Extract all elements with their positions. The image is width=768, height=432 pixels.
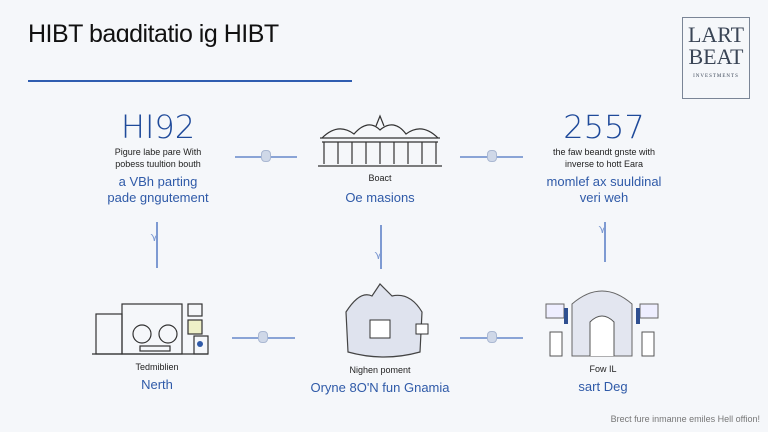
stat-block-right: 2557 the faw beandt gnste with inverse t… (504, 108, 704, 206)
vertical-connector (380, 225, 382, 269)
connector-node-icon (487, 150, 497, 162)
logo-line2: BEAT (688, 44, 744, 69)
logo-line3: INVESTMENTS (693, 74, 739, 79)
stat-highlight: momlef ax suuldinal (546, 174, 662, 189)
stat-number: 2557 (563, 108, 645, 146)
connector-node-icon (258, 331, 268, 343)
step-caption: Nighen poment (349, 365, 411, 375)
step-label-left: Tedmiblien Nerth (57, 361, 257, 393)
step-caption: Fow IL (589, 364, 617, 374)
stat-number: HI92 (120, 108, 196, 146)
stat-caption: inverse to hott Eara (564, 159, 644, 169)
stat-highlight: veri weh (579, 190, 629, 205)
leaf-arrow-icon: ⋎ (374, 248, 383, 262)
step-label-right: Fow IL sart Deg (503, 363, 703, 395)
stat-block-center: Boact Oe masions (280, 172, 480, 206)
vertical-connector (156, 222, 158, 268)
stat-caption: Boact (368, 173, 392, 183)
connector-node-icon (487, 331, 497, 343)
stat-highlight: Oe masions (345, 190, 415, 205)
logo-line1: LART (687, 22, 745, 47)
step-highlight: Oryne 8O'N fun Gnamia (310, 380, 450, 395)
stat-highlight: pade gngutement (107, 190, 209, 205)
building-icon (318, 114, 442, 167)
footer-note: Brect fure inmanne emiles Hell offion! (610, 414, 760, 424)
stat-caption: Pigure labe pare With (114, 147, 202, 157)
stat-highlight: a VBh parting (118, 174, 198, 189)
connector-node-icon (261, 150, 271, 162)
leaf-arrow-icon: ⋎ (598, 222, 607, 236)
mountain-house-icon (345, 283, 429, 358)
vertical-connector (604, 222, 606, 262)
step-caption: Tedmiblien (135, 362, 179, 372)
leaf-arrow-icon: ⋎ (150, 230, 159, 244)
machine-icon (92, 303, 209, 355)
stat-caption: pobess tuultion bouth (115, 159, 201, 169)
logo: LART BEAT INVESTMENTS (682, 17, 750, 99)
step-highlight: sart Deg (578, 379, 628, 394)
page-title: HIBT baɑditatio ig HIBT (28, 20, 279, 48)
title-underline (28, 80, 352, 82)
step-highlight: Nerth (141, 377, 173, 392)
gateway-icon (545, 290, 659, 357)
stat-caption: the faw beandt gnste with (552, 147, 656, 157)
stat-block-left: HI92 Pigure labe pare With pobess tuulti… (58, 108, 258, 206)
step-label-center: Nighen poment Oryne 8O'N fun Gnamia (280, 364, 480, 396)
